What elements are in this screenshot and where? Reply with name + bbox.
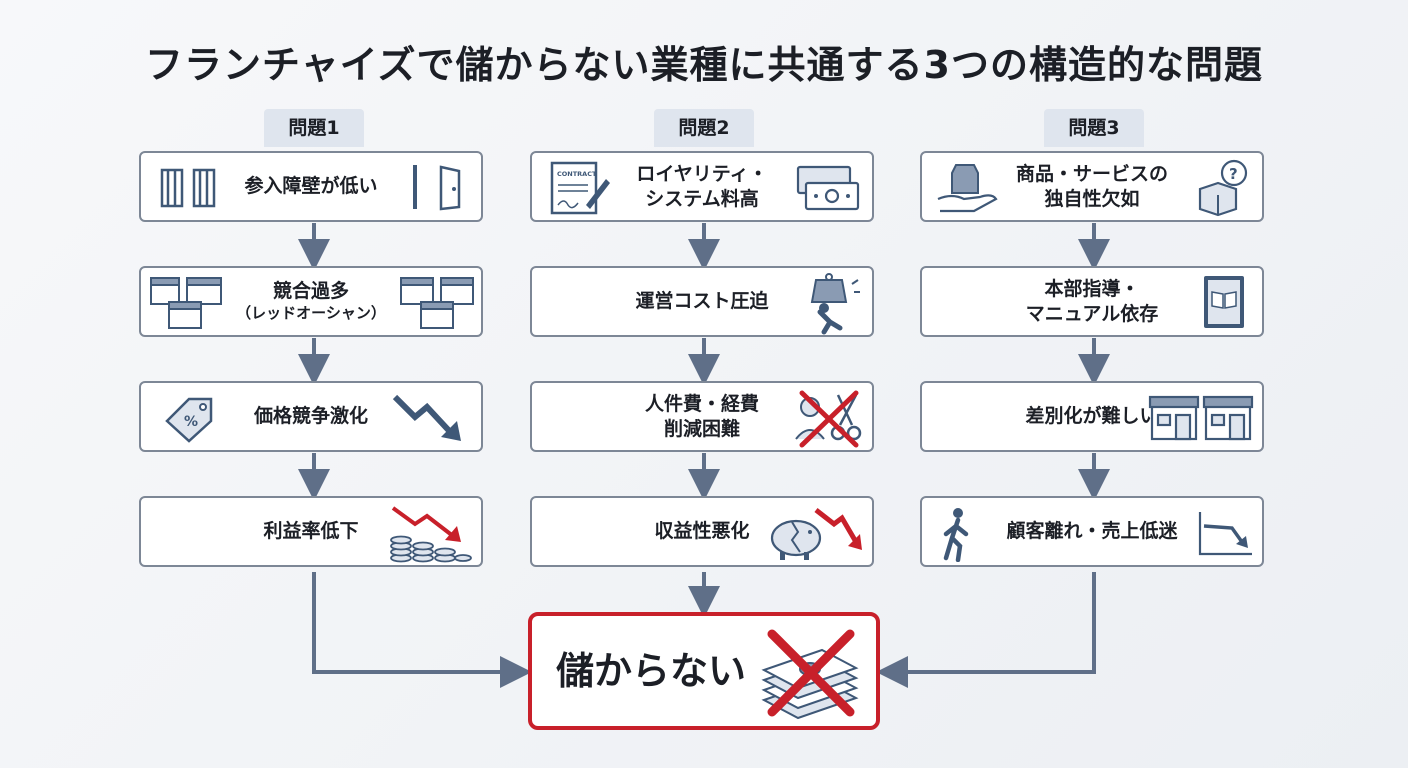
contract-icon: CONTRACT <box>550 161 610 215</box>
manual-book-icon <box>1204 276 1244 328</box>
money-bills-icon <box>796 165 860 211</box>
step-lack-of-uniqueness: 商品・サービスの 独自性欠如 ? <box>920 151 1264 222</box>
step-operating-costs: 運営コスト圧迫 <box>530 266 874 337</box>
step-label: 人件費・経費 <box>644 392 759 415</box>
step-label: ロイヤリティ・ <box>636 162 768 185</box>
svg-text:?: ? <box>1229 165 1238 183</box>
svg-text:%: % <box>184 414 198 430</box>
step-price-war: % 価格競争激化 <box>139 381 483 452</box>
step-declining-margins: 利益率低下 <box>139 496 483 567</box>
crowded-shops-icon <box>150 277 222 329</box>
step-label-line2: システム料高 <box>645 187 759 210</box>
step-label: 本部指導・ <box>1044 277 1140 300</box>
problem-3-tag: 問題3 <box>1044 109 1144 147</box>
result-label: 儲からない <box>556 649 747 693</box>
step-label: 運営コスト圧迫 <box>635 290 769 313</box>
step-label: 価格競争激化 <box>253 405 368 428</box>
broken-piggy-bank-icon <box>770 508 862 560</box>
step-label: 差別化が難しい <box>1025 405 1159 428</box>
problem-1-tag: 問題1 <box>264 109 364 147</box>
product-in-hand-icon <box>937 164 998 213</box>
shrinking-coins-icon <box>390 506 472 563</box>
walking-away-icon <box>943 508 969 562</box>
step-low-entry-barrier: 参入障壁が低い <box>139 151 483 222</box>
heavy-weight-person-icon <box>810 273 860 335</box>
declining-chart-icon <box>1198 512 1252 556</box>
step-label-line2: マニュアル依存 <box>1025 302 1159 325</box>
step-label: 競合過多 <box>272 280 349 303</box>
open-door-icon <box>413 165 461 211</box>
step-worsening-profitability: 収益性悪化 <box>530 496 874 567</box>
step-label: 商品・サービスの <box>1015 162 1168 185</box>
step-label-line2: 独自性欠如 <box>1044 187 1140 210</box>
problem-2-tag: 問題2 <box>654 109 754 147</box>
open-gate-icon <box>160 168 216 208</box>
crowded-shops-icon <box>400 277 474 329</box>
step-label: 収益性悪化 <box>654 520 750 543</box>
step-high-royalty: CONTRACT ロイヤリティ・ システム料高 <box>530 151 874 222</box>
step-manual-dependence: 本部指導・ マニュアル依存 <box>920 266 1264 337</box>
step-hard-to-differentiate: 差別化が難しい <box>920 381 1264 452</box>
page-title: フランチャイズで儲からない業種に共通する3つの構造的な問題 <box>145 43 1263 87</box>
step-sublabel: （レッドオーシャン） <box>236 304 386 323</box>
step-hard-to-cut-costs: 人件費・経費 削減困難 <box>530 381 874 452</box>
step-excessive-competition: 競合過多 （レッドオーシャン） <box>139 266 483 337</box>
crossed-out-scissors-icon <box>795 390 862 448</box>
crossed-out-money-icon <box>761 629 859 720</box>
result-box: 儲からない <box>528 612 880 730</box>
step-label-line2: 削減困難 <box>663 417 740 440</box>
falling-arrow-icon <box>392 394 461 441</box>
step-label: 利益率低下 <box>263 520 359 543</box>
step-label: 顧客離れ・売上低迷 <box>1006 520 1178 543</box>
step-label: 参入障壁が低い <box>244 175 378 198</box>
identical-shops-icon <box>1148 395 1254 441</box>
step-customer-loss: 顧客離れ・売上低迷 <box>920 496 1264 567</box>
price-tag-icon: % <box>165 397 213 443</box>
question-box-icon: ? <box>1198 159 1248 217</box>
contract-word: CONTRACT <box>557 170 597 178</box>
